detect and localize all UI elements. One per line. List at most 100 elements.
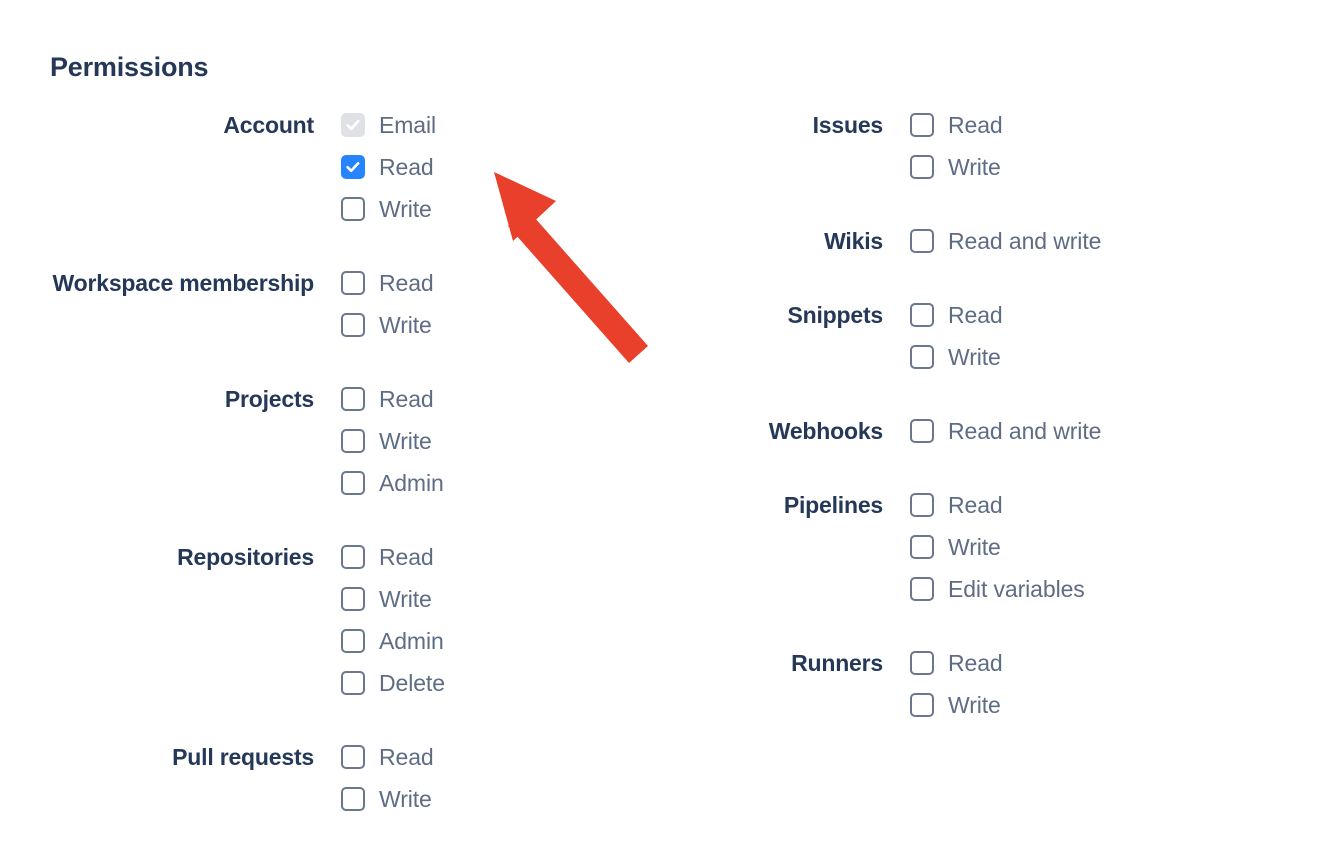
permission-row[interactable]: Read (341, 536, 660, 578)
permission-row[interactable]: Write (910, 146, 1322, 188)
permission-group-label: Webhooks (768, 418, 883, 444)
checkbox-unchecked[interactable] (341, 545, 365, 569)
checkbox-unchecked[interactable] (341, 587, 365, 611)
checkbox-label: Edit variables (948, 576, 1085, 602)
permission-group-label: Wikis (824, 228, 883, 254)
checkbox-unchecked[interactable] (341, 313, 365, 337)
permission-row[interactable]: Read (341, 262, 660, 304)
checkbox-unchecked[interactable] (341, 787, 365, 811)
permission-group-label: Issues (812, 112, 884, 138)
checkbox-label: Read (948, 650, 1003, 676)
checkbox-unchecked[interactable] (341, 671, 365, 695)
checkbox-unchecked[interactable] (341, 471, 365, 495)
permission-row[interactable]: Admin (341, 462, 660, 504)
checkbox-label: Read (379, 544, 434, 570)
checkbox-unchecked[interactable] (910, 693, 934, 717)
checkbox-label: Read and write (948, 228, 1102, 254)
checkbox-label: Read (379, 270, 434, 296)
permission-row[interactable]: Edit variables (910, 568, 1322, 610)
checkbox-label: Write (379, 786, 432, 812)
permission-row[interactable]: Admin (341, 620, 660, 662)
checkbox-label: Write (948, 344, 1001, 370)
checkbox-label: Write (948, 692, 1001, 718)
checkbox-label: Read (948, 302, 1003, 328)
checkbox-label: Write (948, 534, 1001, 560)
checkbox-unchecked[interactable] (341, 197, 365, 221)
permission-row[interactable]: Read (341, 146, 660, 188)
permission-row[interactable]: Read (910, 484, 1322, 526)
permission-row[interactable]: Write (341, 420, 660, 462)
permission-row[interactable]: Write (341, 188, 660, 230)
checkbox-unchecked[interactable] (910, 493, 934, 517)
checkbox-unchecked[interactable] (341, 387, 365, 411)
checkbox-unchecked[interactable] (910, 577, 934, 601)
checkbox-label: Read (379, 154, 434, 180)
checkbox-checked[interactable] (341, 155, 365, 179)
checkbox-unchecked[interactable] (341, 745, 365, 769)
permission-row[interactable]: Read (341, 378, 660, 420)
permission-row[interactable]: Write (910, 684, 1322, 726)
checkbox-label: Admin (379, 628, 444, 654)
checkbox-label: Email (379, 112, 437, 138)
permission-row[interactable]: Delete (341, 662, 660, 704)
permission-row[interactable]: Read (910, 642, 1322, 684)
permission-row[interactable]: Write (341, 778, 660, 820)
permission-group-label: Runners (791, 650, 883, 676)
checkbox-unchecked[interactable] (910, 345, 934, 369)
permission-group: Wikis Read and write (660, 220, 1322, 262)
checkbox-label: Write (379, 586, 432, 612)
checkbox-disabled-checked (341, 113, 365, 137)
checkbox-unchecked[interactable] (910, 113, 934, 137)
permission-row[interactable]: Write (341, 578, 660, 620)
checkbox-label: Read (948, 492, 1003, 518)
permission-group: Webhooks Read and write (660, 410, 1322, 452)
permission-row[interactable]: Read (341, 736, 660, 778)
checkbox-label: Write (379, 428, 432, 454)
checkbox-unchecked[interactable] (910, 229, 934, 253)
permission-group-rows: Read and write (910, 410, 1322, 452)
permission-row[interactable]: Read (910, 104, 1322, 146)
permission-row[interactable]: Write (341, 304, 660, 346)
checkbox-unchecked[interactable] (341, 629, 365, 653)
checkbox-unchecked[interactable] (910, 419, 934, 443)
checkbox-unchecked[interactable] (910, 651, 934, 675)
checkbox-label: Read (379, 386, 434, 412)
permission-row[interactable]: Write (910, 526, 1322, 568)
checkbox-unchecked[interactable] (341, 271, 365, 295)
checkbox-label: Read and write (948, 418, 1102, 444)
checkbox-unchecked[interactable] (910, 303, 934, 327)
checkbox-label: Read (948, 112, 1003, 138)
checkbox-label: Admin (379, 470, 444, 496)
permission-row[interactable]: Read and write (910, 220, 1322, 262)
permission-group-label: Pull requests (172, 744, 314, 770)
checkbox-unchecked[interactable] (910, 535, 934, 559)
permission-row[interactable]: Email (341, 104, 660, 146)
checkbox-unchecked[interactable] (910, 155, 934, 179)
permission-row[interactable]: Read (910, 294, 1322, 336)
checkbox-label: Delete (379, 670, 445, 696)
permission-group-label: Pipelines (783, 492, 883, 518)
checkbox-unchecked[interactable] (341, 429, 365, 453)
permission-row[interactable]: Read and write (910, 410, 1322, 452)
permission-row[interactable]: Write (910, 336, 1322, 378)
checkbox-label: Read (379, 744, 434, 770)
permission-group-label: Repositories (177, 544, 314, 570)
checkbox-label: Write (948, 154, 1001, 180)
checkbox-label: Write (379, 196, 432, 222)
